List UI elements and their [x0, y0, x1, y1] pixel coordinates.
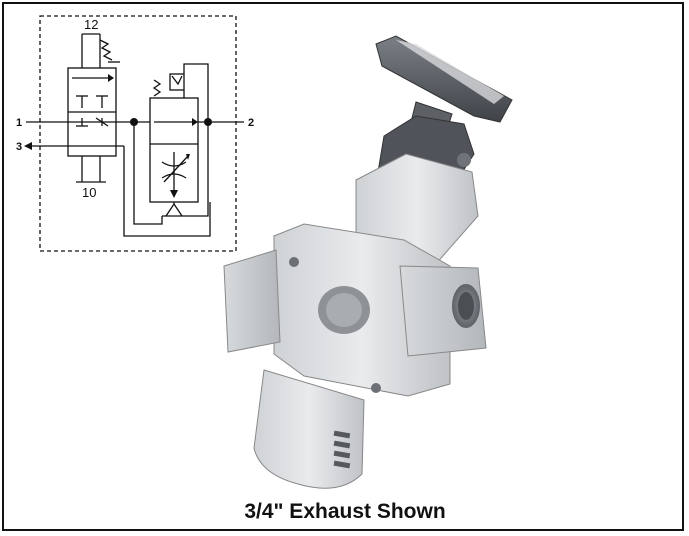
port-2-label: 2: [248, 117, 254, 129]
junction-node-right: [204, 118, 212, 126]
figure-frame: 12 10 1 3 2: [2, 2, 684, 531]
exhaust-muffler: [333, 430, 351, 469]
exhaust-cylinder: [253, 369, 365, 489]
junction-node-left: [130, 118, 138, 126]
dashed-boundary: [39, 15, 237, 252]
port-1-label: 1: [16, 117, 22, 129]
left-port-boss: [223, 249, 281, 353]
label-10: 10: [82, 185, 96, 200]
valve-schematic: 12 10 1 3 2: [16, 15, 254, 252]
port-3-label: 3: [16, 141, 22, 153]
valve-product-image: [223, 35, 513, 489]
label-12: 12: [84, 17, 98, 32]
right-spring-symbol: [152, 79, 162, 97]
figure-caption: 3/4" Exhaust Shown: [244, 500, 446, 523]
spring-symbol: [99, 39, 113, 61]
